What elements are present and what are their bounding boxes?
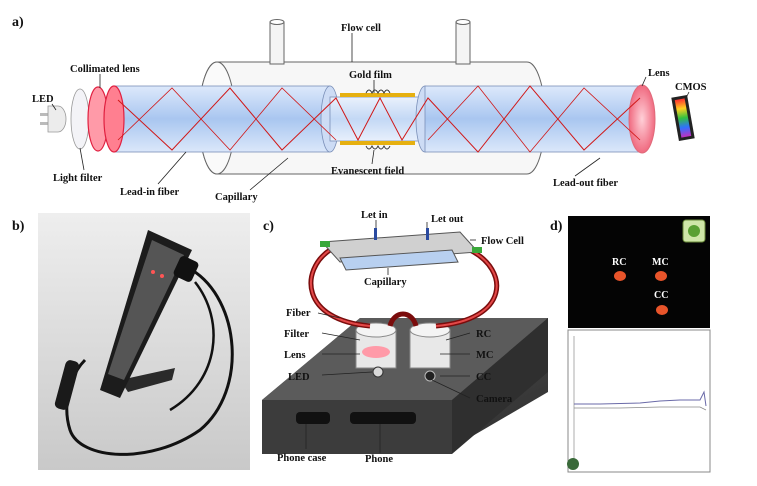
label-lead-in-fiber: Lead-in fiber (120, 187, 180, 198)
spot-rc (614, 271, 626, 281)
label-capillary: Capillary (215, 192, 258, 203)
spot-mc (655, 271, 667, 281)
phone-case-top-surface (262, 318, 548, 400)
label-flow-cell-c: Flow Cell (481, 236, 524, 247)
sensor-attachment (173, 256, 199, 282)
holder-right (409, 322, 451, 369)
gold-film-bottom (340, 141, 415, 145)
phone-screen-photo (108, 240, 184, 380)
capillary-a (329, 89, 426, 150)
panel-a-letter: a) (12, 15, 24, 30)
light-ray-path (117, 85, 641, 153)
label-rc-d: RC (612, 257, 626, 268)
label-let-out: Let out (431, 214, 464, 225)
fiber-cable-2 (169, 281, 215, 412)
signal-trace-1 (574, 390, 707, 407)
led-a (40, 105, 67, 133)
label-fiber: Fiber (286, 308, 311, 319)
holder-left (355, 322, 397, 369)
label-let-in: Let in (361, 210, 388, 221)
spot-cc (656, 305, 668, 315)
label-lens: Lens (648, 68, 670, 79)
label-camera: Camera (476, 394, 513, 405)
phone-case-side (452, 318, 548, 454)
red-filter-disc (103, 85, 125, 153)
label-phone: Phone (365, 454, 393, 465)
gold-film-top (340, 93, 415, 97)
label-mc-c: MC (476, 350, 494, 361)
screen-dot-2 (160, 274, 164, 278)
label-cmos: CMOS (675, 82, 707, 93)
lens-disc (628, 84, 656, 154)
evanescent-coil-bottom (365, 144, 391, 150)
label-cc-c: CC (476, 372, 491, 383)
phone-port-2 (350, 412, 416, 424)
panel-d-letter: d) (550, 219, 563, 234)
phone-case-front (262, 400, 452, 454)
light-filter-disc (70, 88, 90, 150)
label-filter: Filter (284, 329, 309, 340)
evanescent-coil-top (365, 89, 391, 95)
label-lens-c: Lens (284, 350, 306, 361)
signal-plot-area (567, 329, 711, 473)
label-evanescent-field: Evanescent field (331, 166, 404, 177)
label-lead-out-fiber: Lead-out fiber (553, 178, 618, 189)
phone-port-1 (296, 412, 330, 424)
label-light-filter: Light filter (53, 173, 103, 184)
led-c (372, 366, 384, 378)
light-ray-path-2 (117, 87, 337, 151)
panel-c: c) (262, 210, 548, 465)
camera-c (424, 370, 436, 382)
light-ray-path-3 (427, 85, 641, 153)
label-mc-d: MC (652, 257, 669, 268)
screen-dot-1 (151, 270, 155, 274)
label-cc-d: CC (654, 290, 668, 301)
lead-out-fiber (415, 85, 641, 153)
panel-d: d) RC MC CC (550, 216, 711, 473)
leader-lines-a (51, 33, 690, 191)
signal-trace-2 (574, 406, 707, 411)
label-rc-c: RC (476, 329, 491, 340)
label-led: LED (32, 94, 54, 105)
label-collimated-lens: Collimated lens (70, 64, 140, 75)
panel-b-letter: b) (12, 219, 25, 234)
label-flow-cell: Flow cell (341, 23, 381, 34)
label-gold-film: Gold film (349, 70, 392, 81)
leader-lines-c (305, 220, 476, 453)
flow-cell-c (320, 228, 482, 271)
cmos-sensor (671, 94, 695, 142)
app-icon-inner (688, 225, 700, 237)
lead-in-fiber (114, 85, 340, 153)
panel-a: a) (12, 15, 707, 203)
panel-c-letter: c) (263, 219, 274, 234)
label-led-c: LED (288, 372, 310, 383)
label-phone-case: Phone case (277, 453, 327, 464)
label-capillary-c: Capillary (364, 277, 407, 288)
home-button-icon[interactable] (567, 458, 579, 470)
flow-cell-photo (54, 360, 80, 410)
panel-b: b) (12, 213, 250, 470)
fiber-tubes-highlight (309, 249, 498, 327)
phone-stand (120, 368, 175, 392)
